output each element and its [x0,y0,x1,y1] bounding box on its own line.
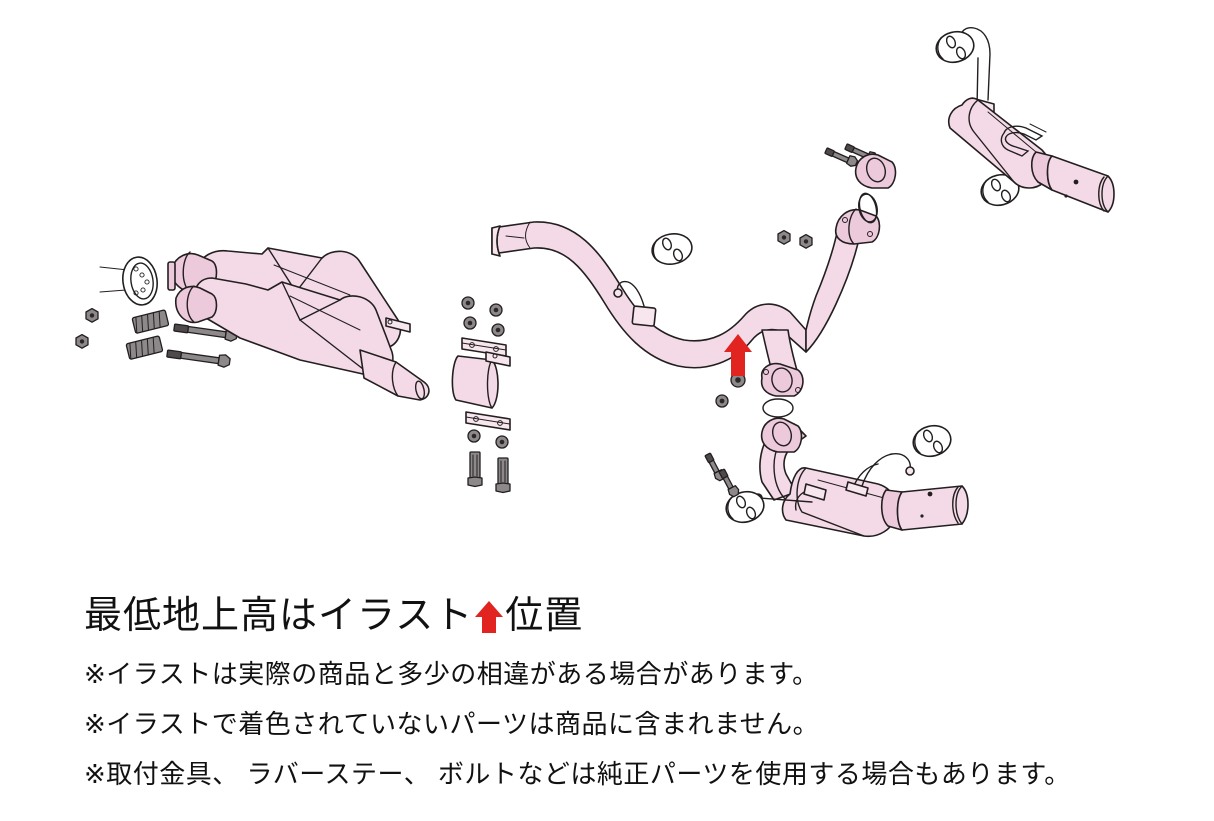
gasket-leader-lines [99,266,129,293]
y-junction-nuts [777,229,813,249]
center-pipe-bracket-left [631,305,657,327]
rear-muffler-upper-tailpipe [1046,155,1115,213]
headline-text-before-arrow: 最低地上高はイラスト [84,595,474,637]
flange-gasket-ring-upper [858,192,878,224]
y-junction-washers [715,372,746,408]
rear-muffler-lower-hanger-rods [845,453,915,497]
rear-muffler-lower-inlet-flange [760,417,803,453]
rubber-hanger-mount-upper-1 [935,30,975,64]
front-gasket [122,256,158,306]
flange-gasket-ring-lower [762,398,794,418]
rubber-hanger-mount-lower-2 [725,490,765,524]
rear-muffler-upper-group [935,27,1115,213]
muffler-logo-badge-upper [1000,123,1047,157]
headline-text-after-arrow: 位置 [505,595,584,637]
gasket-ring-rear-upper [858,193,878,223]
ground-clearance-arrow [724,334,752,376]
rubber-hanger-mount-center [651,233,693,265]
center-pipe-group [491,143,897,418]
front-resonator-group [75,247,430,401]
clamp-bolts [467,451,511,494]
front-muffler-inlet [175,285,218,324]
front-muffler-hanger-tab [385,317,411,333]
center-pipe-hanger-rod [613,280,645,307]
note-line-3: ※取付金具、 ラバーステー、 ボルトなどは純正パーツを使用する場合もあります。 [84,759,1071,789]
clamp-sleeve [451,351,511,409]
note-line-2: ※イラストで着色されていないパーツは商品に含まれません。 [84,709,820,739]
rubber-hanger-mount-lower-1 [912,424,952,458]
clamp-plate-bottom [465,411,511,431]
rear-muffler-inlet-flange-upper [854,153,897,189]
clamp-washers-top [461,296,505,337]
rear-muffler-lower-tailpipe [896,485,969,531]
front-springs [125,309,170,360]
caption-block: 最低地上高はイラスト位置 ※イラストは実際の商品と多少の相違がある場合があります… [0,575,1214,821]
headline-ground-clearance: 最低地上高はイラスト位置 [84,593,583,639]
clamp-plate-top [461,337,507,357]
rear-muffler-lower-group [704,417,969,538]
up-arrow-icon [474,599,504,633]
front-nuts [75,307,99,349]
front-muffler-outlet-pipe [359,349,430,401]
clamp-hardware-group [451,296,511,494]
clamp-washers-bottom [467,429,509,449]
y-upper-flange [834,208,881,245]
center-pipe-inlet [491,225,525,257]
rear-muffler-lower-bolts [704,452,740,498]
y-lower-flange [760,362,804,397]
exhaust-system-illustration: .pk { fill:#f3dae6; stroke:#231f20; stro… [75,27,1115,538]
note-line-1: ※イラストは実際の商品と多少の相違がある場合があります。 [84,659,819,689]
